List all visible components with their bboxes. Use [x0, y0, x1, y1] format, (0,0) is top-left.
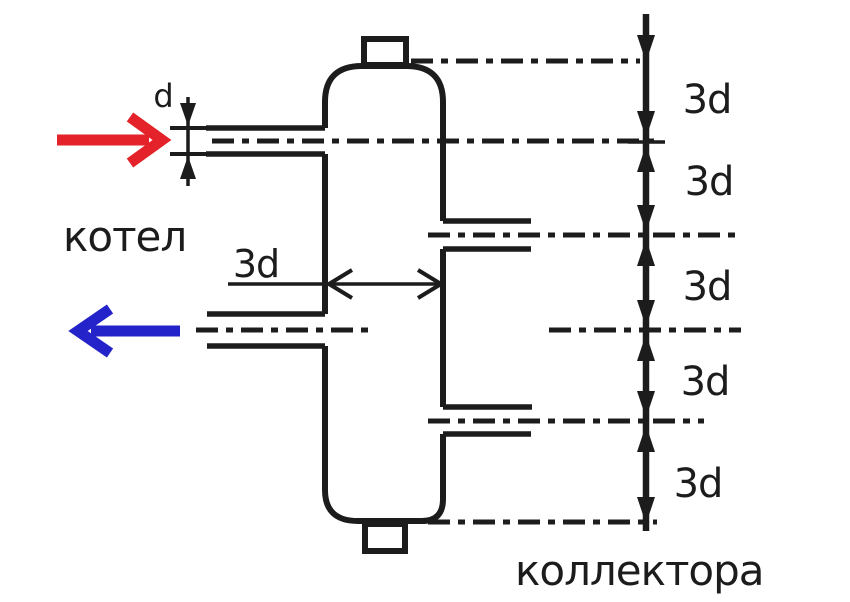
- arrowhead-up-icon: [637, 425, 655, 452]
- vessel-width-label: 3d: [233, 242, 279, 286]
- arrowhead-down-icon: [637, 35, 655, 62]
- dimension-arrowheads: [180, 35, 655, 524]
- segment-dimension-label: 3d: [683, 264, 732, 310]
- outlet-pipe: [207, 311, 325, 349]
- vessel-bottom-shell: [322, 346, 446, 524]
- boiler-label: котел: [63, 212, 186, 261]
- arrowhead-down-icon: [637, 205, 655, 232]
- diagram-labels: d 3d котел коллектора 3d 3d 3d 3d 3d: [63, 77, 765, 595]
- lower-collector-port: [443, 404, 532, 437]
- segment-dimension-label: 3d: [683, 77, 732, 123]
- arrowhead-up-icon: [180, 156, 196, 179]
- segment-dimension-label: 3d: [674, 461, 723, 507]
- vertical-dimension-line: [628, 14, 665, 531]
- top-cap: [361, 36, 409, 68]
- segment-dimension-label: 3d: [681, 359, 730, 405]
- bottom-cap: [362, 521, 408, 554]
- return-flow-arrow-icon: [68, 304, 180, 358]
- arrowhead-down-icon: [637, 300, 655, 327]
- segment-dimension-label: 3d: [685, 159, 734, 205]
- arrowhead-down-icon: [637, 391, 655, 418]
- arrowhead-down-icon: [637, 111, 655, 138]
- arrowhead-down-icon: [637, 497, 655, 524]
- collector-label: коллектора: [515, 546, 764, 595]
- inlet-pipe: [206, 125, 325, 157]
- pipe-diameter-label: d: [153, 77, 172, 115]
- arrowhead-up-icon: [637, 334, 655, 361]
- upper-collector-port: [443, 218, 531, 252]
- width-dimension: [228, 268, 443, 300]
- arrowhead-up-icon: [637, 145, 655, 172]
- supply-flow-arrow-icon: [57, 112, 172, 168]
- arrowhead-up-icon: [637, 239, 655, 266]
- arrowhead-down-icon: [180, 103, 196, 126]
